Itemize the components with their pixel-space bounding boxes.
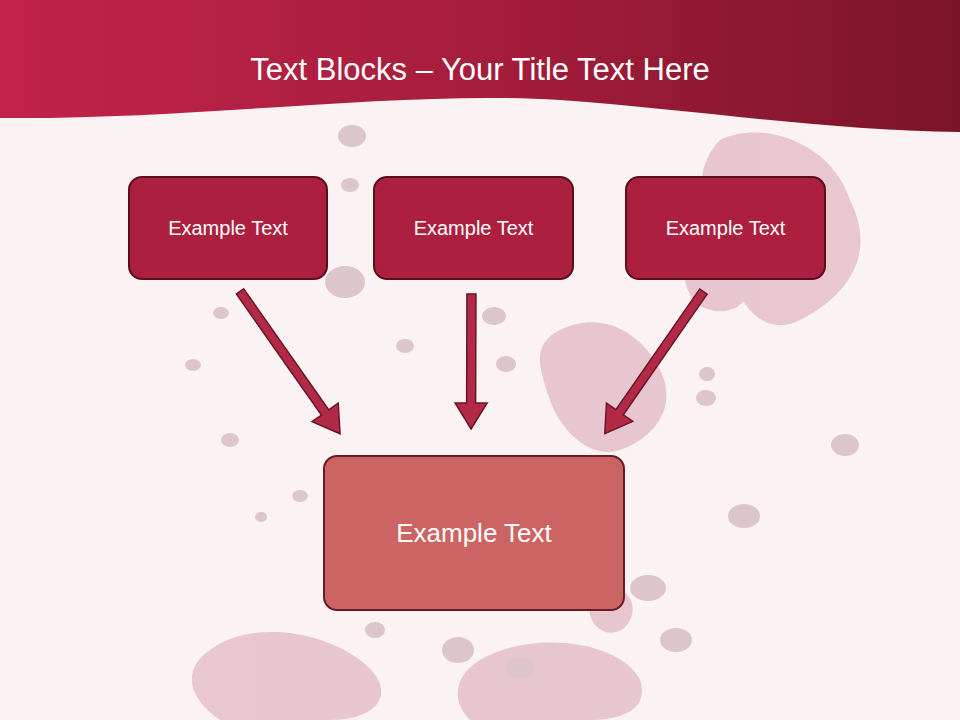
block-arrow — [236, 289, 340, 434]
text-block: Example Text — [128, 176, 328, 280]
block-arrow — [605, 289, 707, 434]
block-label: Example Text — [414, 217, 534, 240]
slide-title: Text Blocks – Your Title Text Here — [0, 52, 960, 88]
block-label: Example Text — [168, 217, 288, 240]
block-arrow — [455, 294, 487, 429]
text-block: Example Text — [323, 455, 625, 611]
text-block: Example Text — [373, 176, 574, 280]
block-label: Example Text — [396, 518, 552, 549]
block-label: Example Text — [666, 217, 786, 240]
header-band — [0, 0, 960, 132]
text-block: Example Text — [625, 176, 826, 280]
